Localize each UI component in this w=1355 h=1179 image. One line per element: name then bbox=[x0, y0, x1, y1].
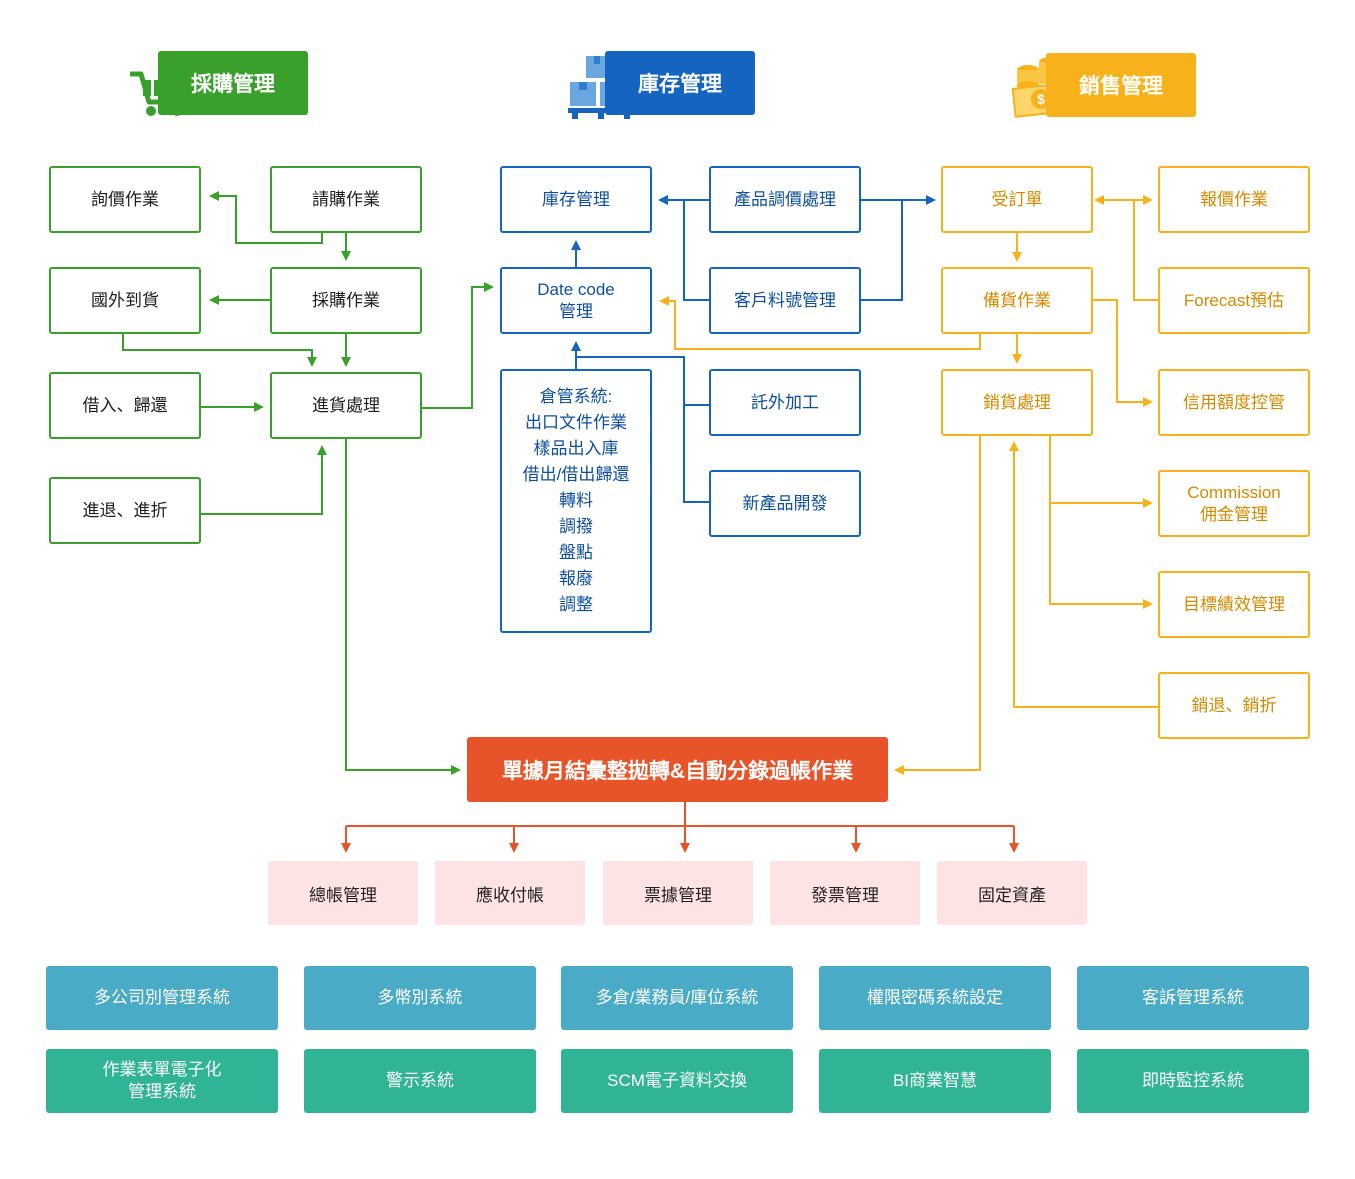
date-code-box: Date code 管理 bbox=[500, 267, 652, 334]
warehouse-system-box: 倉管系統: 出口文件作業 樣品出入庫 借出/借出歸還 轉料 調撥 盤點 報廢 調… bbox=[500, 369, 652, 633]
general-ledger-box: 總帳管理 bbox=[268, 861, 418, 925]
inventory-header: 庫存管理 bbox=[605, 51, 755, 115]
permission-password-system: 權限密碼系統設定 bbox=[819, 966, 1051, 1030]
scm-edi-system: SCM電子資料交換 bbox=[561, 1049, 793, 1113]
purchasing-box: 採購作業 bbox=[270, 267, 422, 334]
outsourcing-box: 託外加工 bbox=[709, 369, 861, 436]
credit-limit-box: 信用額度控管 bbox=[1158, 369, 1310, 436]
multi-currency-system: 多幣別系統 bbox=[304, 966, 536, 1030]
receiving-box: 進貨處理 bbox=[270, 372, 422, 439]
realtime-monitor-system: 即時監控系統 bbox=[1077, 1049, 1309, 1113]
e-form-system: 作業表單電子化 管理系統 bbox=[46, 1049, 278, 1113]
sales-return-box: 銷退、銷折 bbox=[1158, 672, 1310, 739]
complaint-mgmt-system: 客訴管理系統 bbox=[1077, 966, 1309, 1030]
requisition-box: 請購作業 bbox=[270, 166, 422, 233]
forecast-box: Forecast預估 bbox=[1158, 267, 1310, 334]
bi-system: BI商業智慧 bbox=[819, 1049, 1051, 1113]
fixed-assets-box: 固定資產 bbox=[937, 861, 1087, 925]
return-discount-box: 進退、進折 bbox=[49, 477, 201, 544]
order-box: 受訂單 bbox=[941, 166, 1093, 233]
multi-company-system: 多公司別管理系統 bbox=[46, 966, 278, 1030]
svg-text:$: $ bbox=[1037, 91, 1045, 107]
commission-box: Commission 佣金管理 bbox=[1158, 470, 1310, 537]
sales-processing-box: 銷貨處理 bbox=[941, 369, 1093, 436]
new-product-box: 新產品開發 bbox=[709, 470, 861, 537]
quotation-box: 報價作業 bbox=[1158, 166, 1310, 233]
sales-header: 銷售管理 bbox=[1046, 53, 1196, 117]
inquiry-box: 詢價作業 bbox=[49, 166, 201, 233]
import-arrival-box: 國外到貨 bbox=[49, 267, 201, 334]
purchase-header: 採購管理 bbox=[158, 51, 308, 115]
month-end-processing-box: 單據月結彙整拋轉&自動分錄過帳作業 bbox=[467, 737, 888, 802]
stock-mgmt-box: 庫存管理 bbox=[500, 166, 652, 233]
multi-warehouse-system: 多倉/業務員/庫位系統 bbox=[561, 966, 793, 1030]
notes-mgmt-box: 票據管理 bbox=[603, 861, 753, 925]
price-adjust-box: 產品調價處理 bbox=[709, 166, 861, 233]
stocking-box: 備貨作業 bbox=[941, 267, 1093, 334]
alert-system: 警示系統 bbox=[304, 1049, 536, 1113]
invoice-mgmt-box: 發票管理 bbox=[770, 861, 920, 925]
borrow-return-box: 借入、歸還 bbox=[49, 372, 201, 439]
customer-part-box: 客戶料號管理 bbox=[709, 267, 861, 334]
receivable-payable-box: 應收付帳 bbox=[435, 861, 585, 925]
target-performance-box: 目標績效管理 bbox=[1158, 571, 1310, 638]
